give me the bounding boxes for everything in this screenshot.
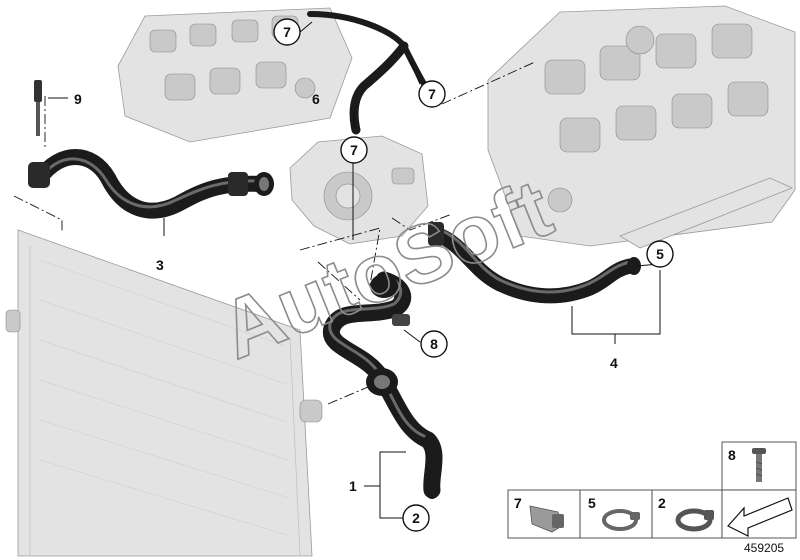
legend-box-8[interactable]: 8 [721,441,797,491]
engine-cylinder-head-right [487,5,796,249]
water-pump [289,135,429,245]
clip-icon [529,505,564,533]
callout-7-top[interactable]: 7 [273,18,301,46]
callout-7-mid-label: 7 [350,142,358,158]
arrow-icon [727,497,793,537]
hose-1 [322,271,443,499]
callout-7-right[interactable]: 7 [418,80,446,108]
engine-cylinder-head-left [117,7,353,143]
legend-5-label: 5 [588,495,596,511]
callout-5-label: 5 [656,246,664,262]
callout-2[interactable]: 2 [402,504,430,532]
legend-box-arrow[interactable] [721,489,797,539]
label-1[interactable]: 1 [349,478,357,494]
label-9[interactable]: 9 [74,91,82,107]
label-4[interactable]: 4 [610,355,618,371]
hose-clamp-icon [602,509,640,531]
callout-8[interactable]: 8 [420,330,448,358]
bolt-icon [752,448,766,482]
callout-5[interactable]: 5 [646,240,674,268]
legend-box-5[interactable]: 5 [579,489,653,539]
label-6[interactable]: 6 [312,91,320,107]
hose-4 [428,222,641,304]
legend-box-2[interactable]: 2 [651,489,723,539]
callout-7-mid[interactable]: 7 [340,136,368,164]
diagram-number: 459205 [744,541,784,555]
hose-3 [28,80,274,219]
legend-2-label: 2 [658,495,666,511]
radiator [5,229,323,557]
leader-lines [48,21,661,519]
label-3[interactable]: 3 [156,257,164,273]
callout-8-label: 8 [430,336,438,352]
callout-7-right-label: 7 [428,86,436,102]
callout-2-label: 2 [412,510,420,526]
callout-7-top-label: 7 [283,24,291,40]
legend-box-7[interactable]: 7 [507,489,581,539]
hose-clamp-icon [675,508,714,532]
legend-8-label: 8 [728,447,736,463]
reference-lines [13,61,536,405]
legend-7-label: 7 [514,495,522,511]
